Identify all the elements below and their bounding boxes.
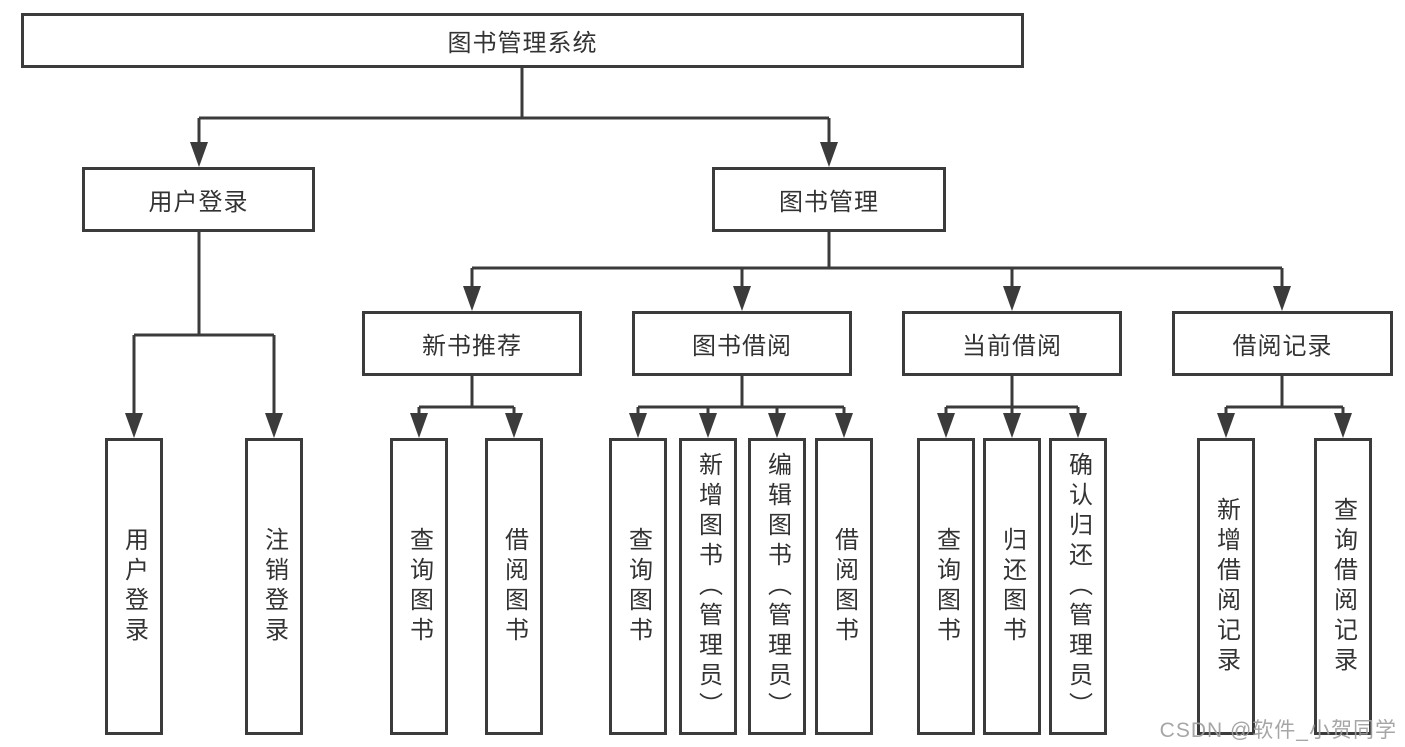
node-new-book-recommend: 新书推荐 xyxy=(362,311,582,376)
node-current-borrowing: 当前借阅 xyxy=(902,311,1122,376)
node-leaf-add-borrow-record: 新增借阅记录 xyxy=(1197,438,1255,735)
node-label: 新增图书（管理员） xyxy=(694,451,722,722)
node-label: 借阅图书 xyxy=(500,526,528,647)
node-book-borrowing: 图书借阅 xyxy=(632,311,852,376)
node-label: 查询借阅记录 xyxy=(1329,496,1357,677)
node-leaf-query-books-recommend: 查询图书 xyxy=(390,438,448,735)
node-label: 查询图书 xyxy=(624,526,652,647)
node-label: 用户登录 xyxy=(148,189,249,216)
node-label: 归还图书 xyxy=(998,526,1026,647)
node-leaf-query-books-borrowing: 查询图书 xyxy=(609,438,667,735)
node-leaf-return-books: 归还图书 xyxy=(983,438,1041,735)
node-borrowing-records: 借阅记录 xyxy=(1172,311,1393,376)
node-label: 图书管理系统 xyxy=(447,30,598,57)
arrowhead-icons xyxy=(125,142,1352,438)
node-leaf-query-borrow-record: 查询借阅记录 xyxy=(1314,438,1372,735)
node-leaf-borrow-books-borrowing: 借阅图书 xyxy=(815,438,873,735)
node-leaf-confirm-return-admin: 确认归还（管理员） xyxy=(1049,438,1107,735)
node-label: 编辑图书（管理员） xyxy=(763,451,791,722)
node-label: 注销登录 xyxy=(260,526,288,647)
node-label: 图书借阅 xyxy=(692,333,792,360)
node-label: 确认归还（管理员） xyxy=(1064,451,1092,722)
node-label: 用户登录 xyxy=(120,526,148,647)
node-library-system: 图书管理系统 xyxy=(21,13,1024,68)
node-label: 借阅图书 xyxy=(830,526,858,647)
node-label: 图书管理 xyxy=(779,189,879,216)
node-leaf-add-books-admin: 新增图书（管理员） xyxy=(679,438,737,735)
node-label: 查询图书 xyxy=(405,526,433,647)
node-label: 新书推荐 xyxy=(422,333,522,360)
node-leaf-logout: 注销登录 xyxy=(245,438,303,735)
node-leaf-borrow-books-recommend: 借阅图书 xyxy=(485,438,543,735)
node-book-management: 图书管理 xyxy=(712,167,946,232)
node-label: 当前借阅 xyxy=(962,333,1062,360)
watermark: CSDN @软件_小贺同学 xyxy=(1159,719,1397,742)
node-leaf-user-login: 用户登录 xyxy=(105,438,163,735)
node-user-login: 用户登录 xyxy=(82,167,315,232)
node-leaf-edit-books-admin: 编辑图书（管理员） xyxy=(748,438,806,735)
node-leaf-query-books-current: 查询图书 xyxy=(917,438,975,735)
node-label: 借阅记录 xyxy=(1232,333,1333,360)
node-label: 查询图书 xyxy=(932,526,960,647)
node-label: 新增借阅记录 xyxy=(1212,496,1240,677)
